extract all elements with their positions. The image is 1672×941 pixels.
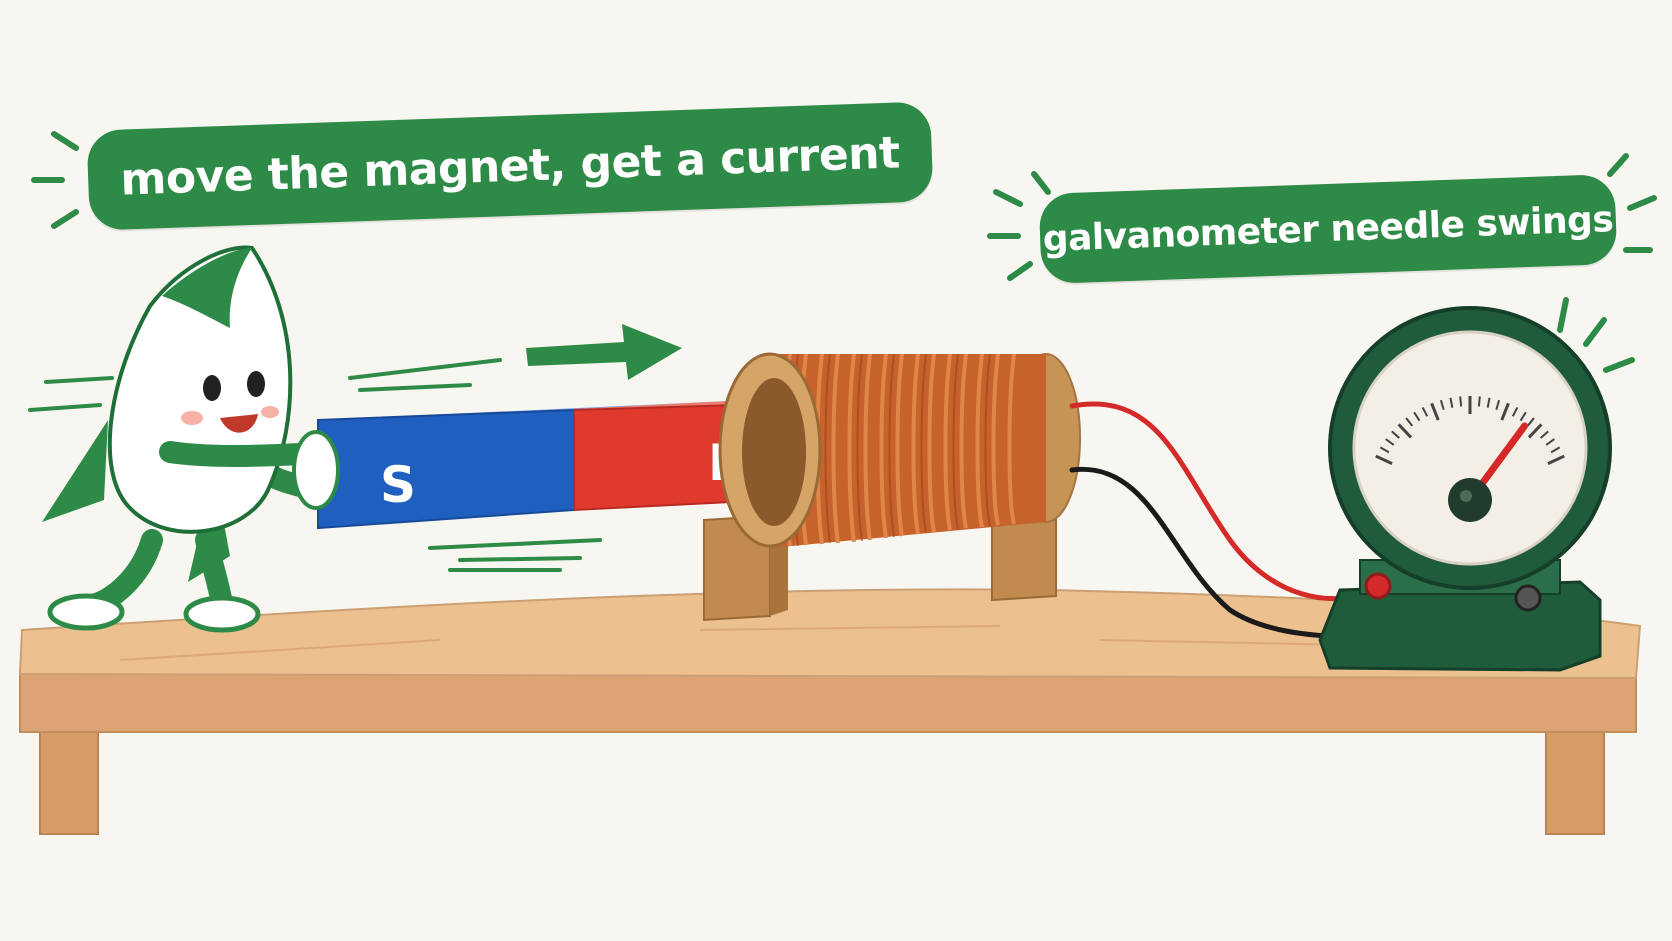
galvanometer-base — [1318, 580, 1602, 672]
scale-tick — [1449, 397, 1454, 408]
galvanometer — [1318, 306, 1612, 672]
scale-tick — [1477, 396, 1481, 407]
scale-tick — [1375, 454, 1393, 466]
table-leg-right — [1545, 725, 1605, 835]
scale-tick — [1439, 399, 1445, 411]
scale-tick — [1421, 406, 1429, 417]
scale-tick — [1527, 423, 1543, 439]
south-pole-label: S — [380, 456, 416, 514]
burst-dashes — [31, 131, 1657, 373]
scale-tick — [1500, 402, 1510, 421]
scale-tick — [1397, 423, 1413, 439]
magnet-south-pole — [317, 408, 575, 530]
wire-red — [1069, 401, 1379, 602]
scale-tick — [1405, 417, 1414, 427]
table-leg-left — [39, 725, 99, 835]
bar-magnet: S N — [317, 400, 782, 530]
scale-tick — [1545, 438, 1555, 446]
terminal-red — [1364, 572, 1392, 600]
scale-tick — [1511, 406, 1519, 417]
scale-tick — [1391, 430, 1400, 439]
scale-tick — [1495, 399, 1501, 411]
scale-tick — [1519, 411, 1527, 422]
scale-tick — [1430, 402, 1440, 421]
scale-tick — [1547, 454, 1565, 466]
table-front-edge — [19, 670, 1637, 733]
scale-tick — [1486, 397, 1491, 408]
scale-tick — [1385, 438, 1395, 446]
scale-tick — [1540, 430, 1549, 439]
scale-tick — [1550, 446, 1561, 454]
arrow-right-icon — [526, 324, 682, 380]
scale-tick — [1459, 396, 1463, 407]
scale-tick — [1379, 446, 1390, 454]
scale-tick — [1413, 411, 1421, 422]
galvanometer-scale — [1375, 396, 1565, 466]
terminal-black — [1514, 584, 1542, 612]
motion-lines — [28, 358, 602, 572]
scale-tick — [1526, 417, 1535, 427]
mascot-character — [42, 245, 340, 633]
coil — [703, 352, 1081, 622]
